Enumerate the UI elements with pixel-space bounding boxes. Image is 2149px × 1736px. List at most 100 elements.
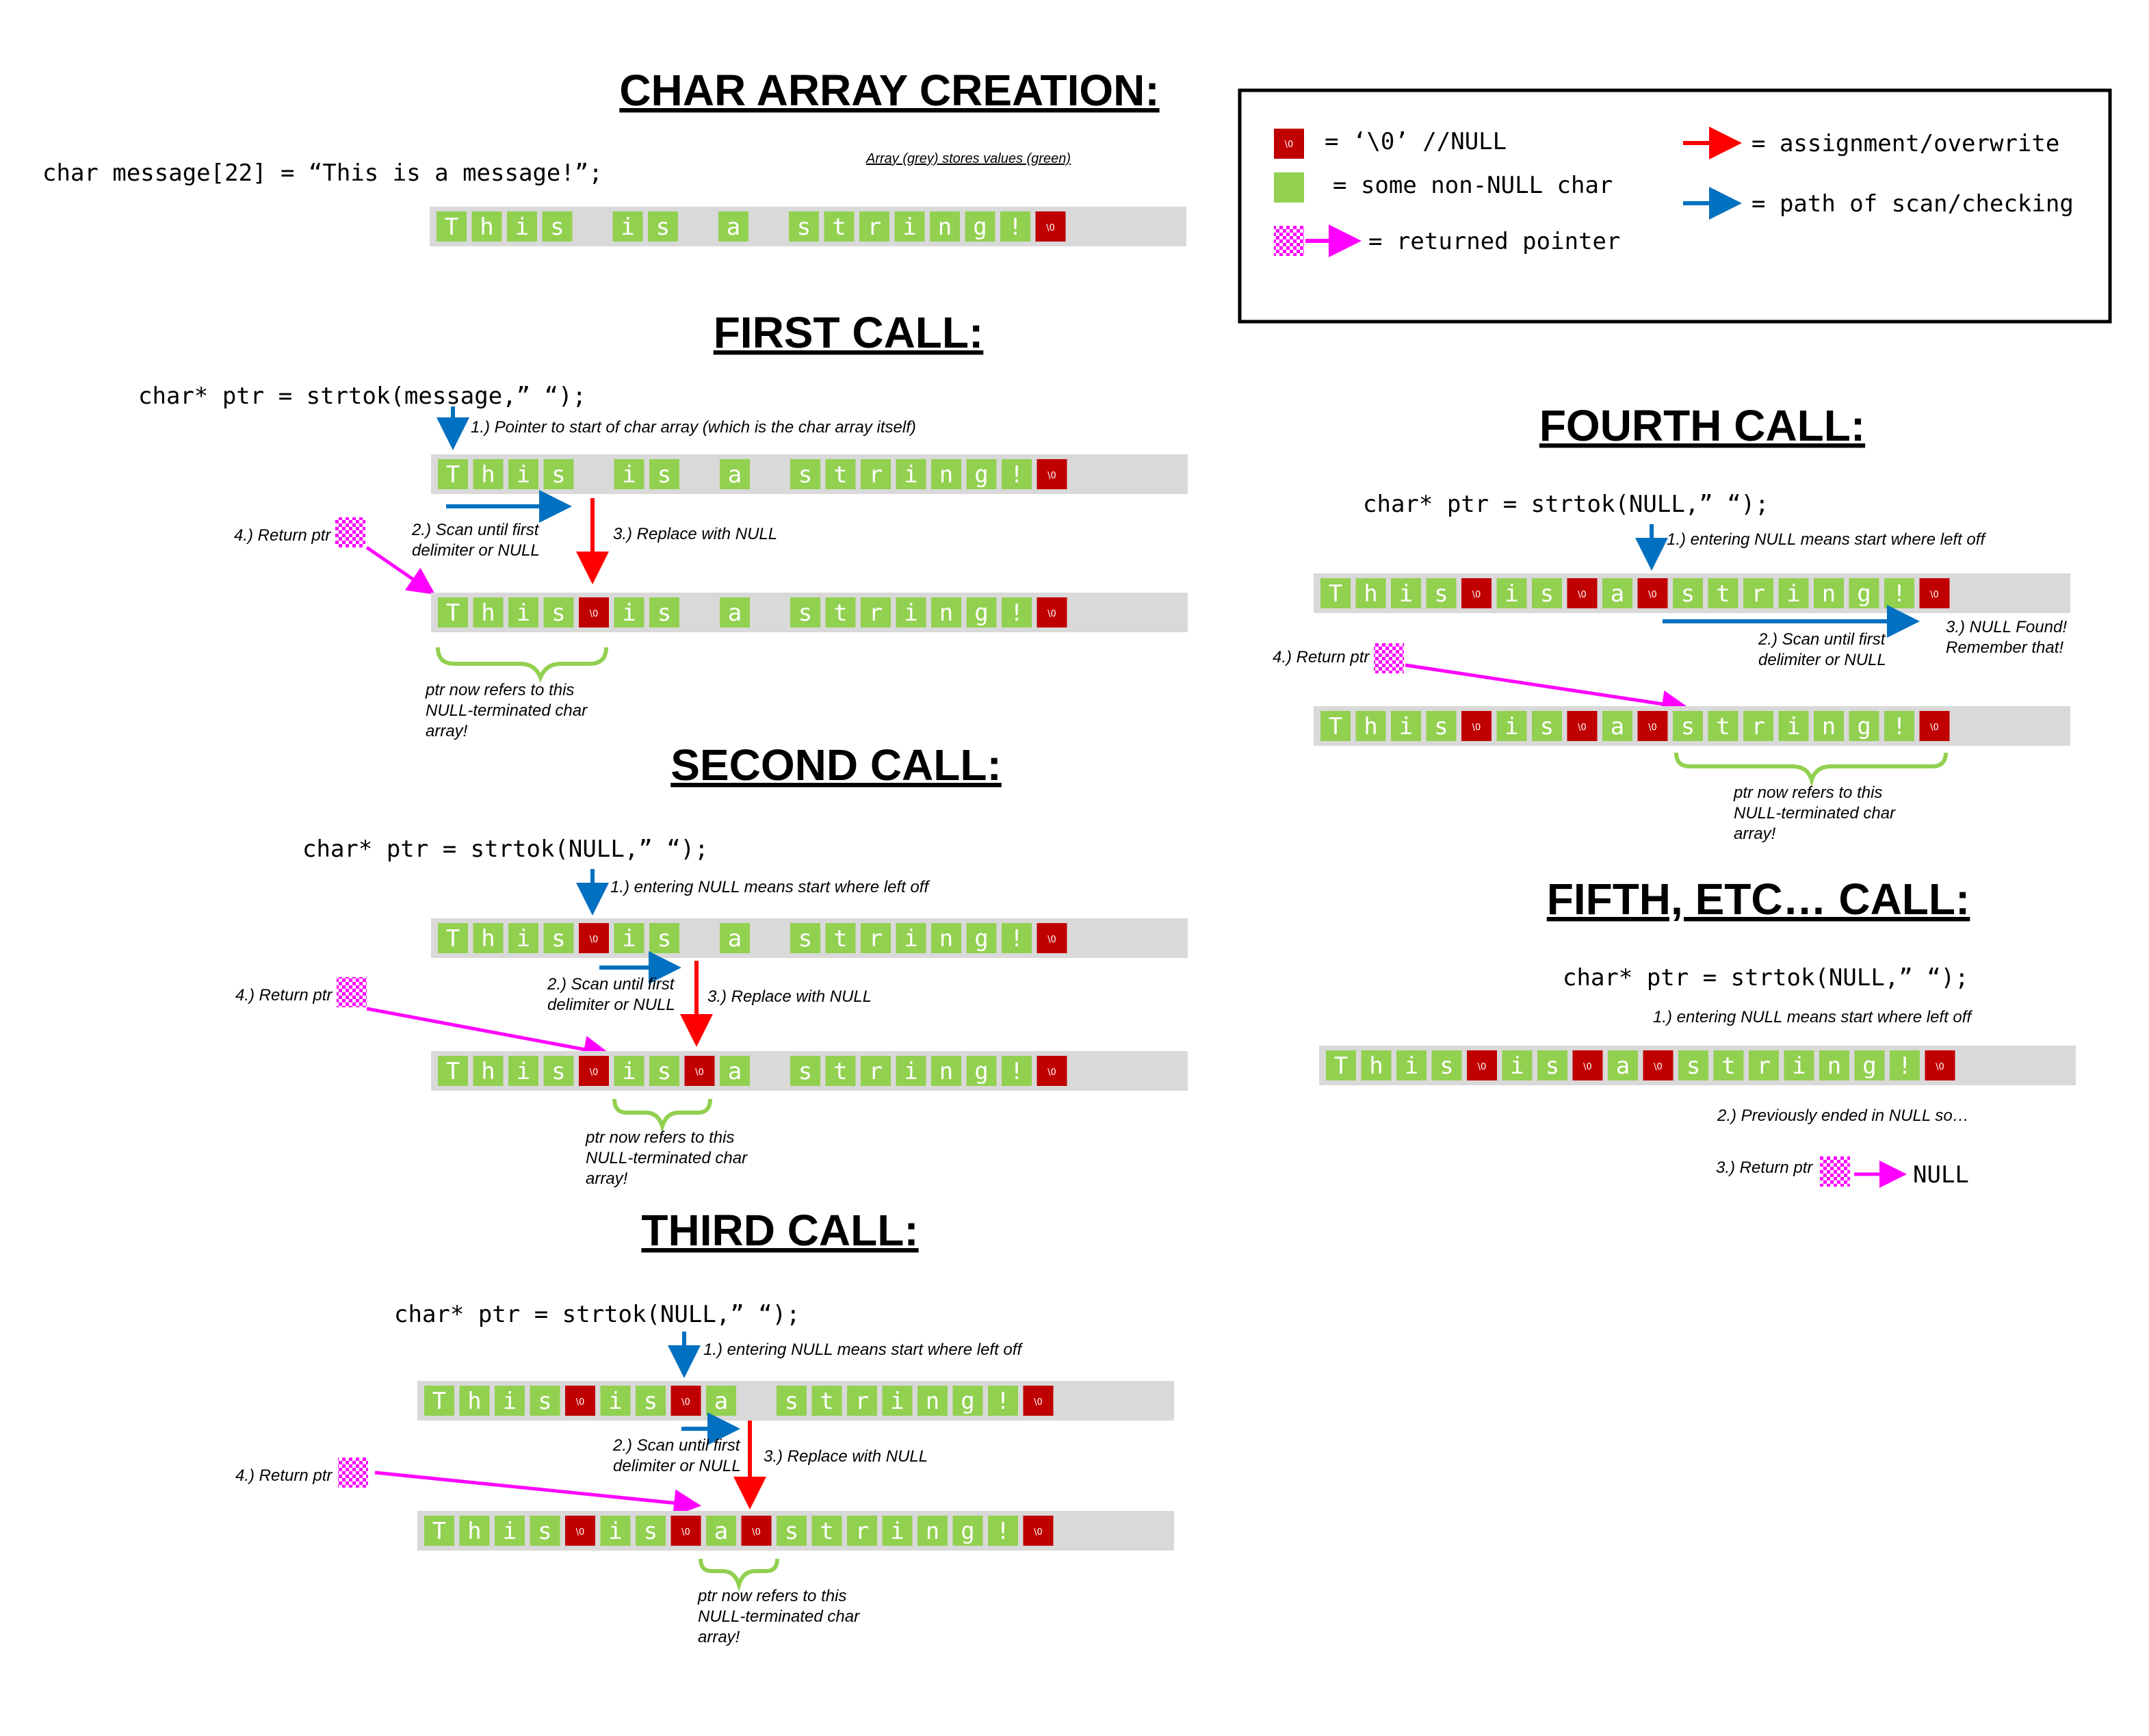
char-cell — [1673, 578, 1703, 608]
fifth-title: FIFTH, ETC… CALL: — [1547, 875, 1970, 924]
char-cell-label: i — [621, 213, 634, 241]
char-cell — [1743, 578, 1773, 608]
null-cell-label: \0 — [1047, 935, 1056, 945]
section-first-call: FIRST CALL: char* ptr = strtok(message,”… — [138, 308, 1188, 740]
char-cell — [917, 1386, 948, 1416]
first-step1: 1.) Pointer to start of char array (whic… — [471, 418, 916, 437]
char-cell — [917, 1516, 948, 1546]
char-cell — [824, 211, 855, 242]
char-cell-label: g — [961, 1518, 974, 1545]
char-cell — [1320, 711, 1351, 741]
char-cell-label: i — [904, 1058, 917, 1085]
null-cell — [1637, 711, 1668, 741]
char-cell-label: a — [1611, 713, 1624, 740]
char-cell-label: T — [1329, 580, 1342, 608]
char-cell-label: i — [503, 1518, 517, 1545]
char-cell-label: s — [1440, 1052, 1453, 1080]
char-cell-label: g — [973, 213, 987, 241]
char-cell — [438, 597, 468, 627]
char-cell-label: T — [445, 213, 458, 241]
char-cell — [1002, 459, 1032, 489]
char-cell-label: h — [1369, 1052, 1383, 1080]
second-token-brace — [612, 1098, 712, 1134]
char-cell-label: i — [904, 461, 917, 489]
char-cell-label: g — [961, 1388, 974, 1415]
char-cell — [720, 1056, 750, 1086]
char-cell — [1708, 711, 1738, 741]
char-cell — [1355, 711, 1386, 741]
second-step2b: delimiter or NULL — [547, 996, 675, 1014]
char-cell — [1002, 597, 1032, 627]
char-cell-label: s — [798, 1058, 812, 1085]
null-cell-label: \0 — [590, 935, 599, 945]
char-cell — [543, 597, 574, 627]
null-cell-label: \0 — [681, 1397, 690, 1408]
first-step4: 4.) Return ptr — [234, 526, 331, 545]
char-cell-label: i — [1510, 1052, 1524, 1080]
char-cell-label: t — [1721, 1052, 1735, 1080]
char-cell-label: s — [644, 1518, 657, 1545]
char-cell-label: h — [1364, 580, 1377, 608]
null-cell — [1637, 578, 1668, 608]
char-cell-label: t — [820, 1518, 833, 1545]
char-cell — [473, 459, 504, 489]
char-cell — [825, 1056, 856, 1086]
char-cell — [1854, 1050, 1885, 1080]
char-cell — [649, 923, 679, 953]
char-cell-label: h — [1364, 713, 1377, 740]
second-step4: 4.) Return ptr — [235, 986, 333, 1005]
char-cell — [530, 1516, 560, 1546]
char-cell-label: a — [728, 461, 742, 489]
char-cell-label: s — [644, 1388, 657, 1415]
char-cell-label: ! — [1898, 1052, 1912, 1080]
char-cell-label: t — [833, 599, 847, 627]
null-cell-label: \0 — [1047, 1067, 1056, 1078]
char-cell — [861, 923, 891, 953]
char-cell-label: g — [974, 599, 988, 627]
char-cell — [473, 1056, 504, 1086]
char-cell-label: i — [1786, 713, 1800, 740]
char-cell — [966, 459, 997, 489]
char-cell — [1502, 1050, 1533, 1080]
first-result-c: array! — [426, 722, 468, 740]
null-cell-label: \0 — [1654, 1062, 1663, 1072]
char-cell — [495, 1386, 525, 1416]
third-pointer-arrow — [374, 1471, 701, 1517]
char-cell — [1391, 711, 1421, 741]
char-cell — [1890, 1050, 1920, 1080]
char-cell-label: r — [1757, 1052, 1771, 1080]
char-cell-label: t — [832, 213, 846, 241]
fourth-title: FOURTH CALL: — [1539, 401, 1865, 450]
char-cell-label: g — [974, 925, 988, 953]
char-cell — [965, 211, 995, 242]
char-cell — [1326, 1050, 1356, 1080]
char-cell-label: s — [797, 213, 811, 241]
char-cell-label: h — [480, 213, 493, 241]
char-cell-label: ! — [1010, 1058, 1024, 1085]
char-cell-label: s — [798, 925, 812, 953]
char-cell-label: n — [1827, 1052, 1841, 1080]
null-cell — [579, 597, 609, 627]
fourth-step2b: delimiter or NULL — [1758, 651, 1886, 669]
char-cell-label: s — [551, 1058, 565, 1085]
char-cell — [1496, 578, 1527, 608]
char-cell-label: h — [481, 599, 495, 627]
third-step3: 3.) Replace with NULL — [764, 1447, 928, 1466]
third-result-a: ptr now refers to this — [697, 1587, 846, 1605]
char-cell — [706, 1386, 736, 1416]
char-cell-label: T — [446, 461, 460, 489]
char-cell — [825, 459, 856, 489]
null-cell — [684, 1056, 715, 1086]
second-code: char* ptr = strtok(NULL,” “); — [302, 835, 709, 863]
null-cell — [1461, 711, 1492, 741]
char-cell-label: s — [538, 1388, 551, 1415]
char-cell — [966, 1056, 997, 1086]
char-cell-label: T — [432, 1388, 446, 1415]
char-cell — [459, 1516, 490, 1546]
third-returned-pointer — [338, 1458, 368, 1488]
legend-null-swatch — [1274, 129, 1304, 159]
null-cell-label: \0 — [1648, 723, 1657, 733]
